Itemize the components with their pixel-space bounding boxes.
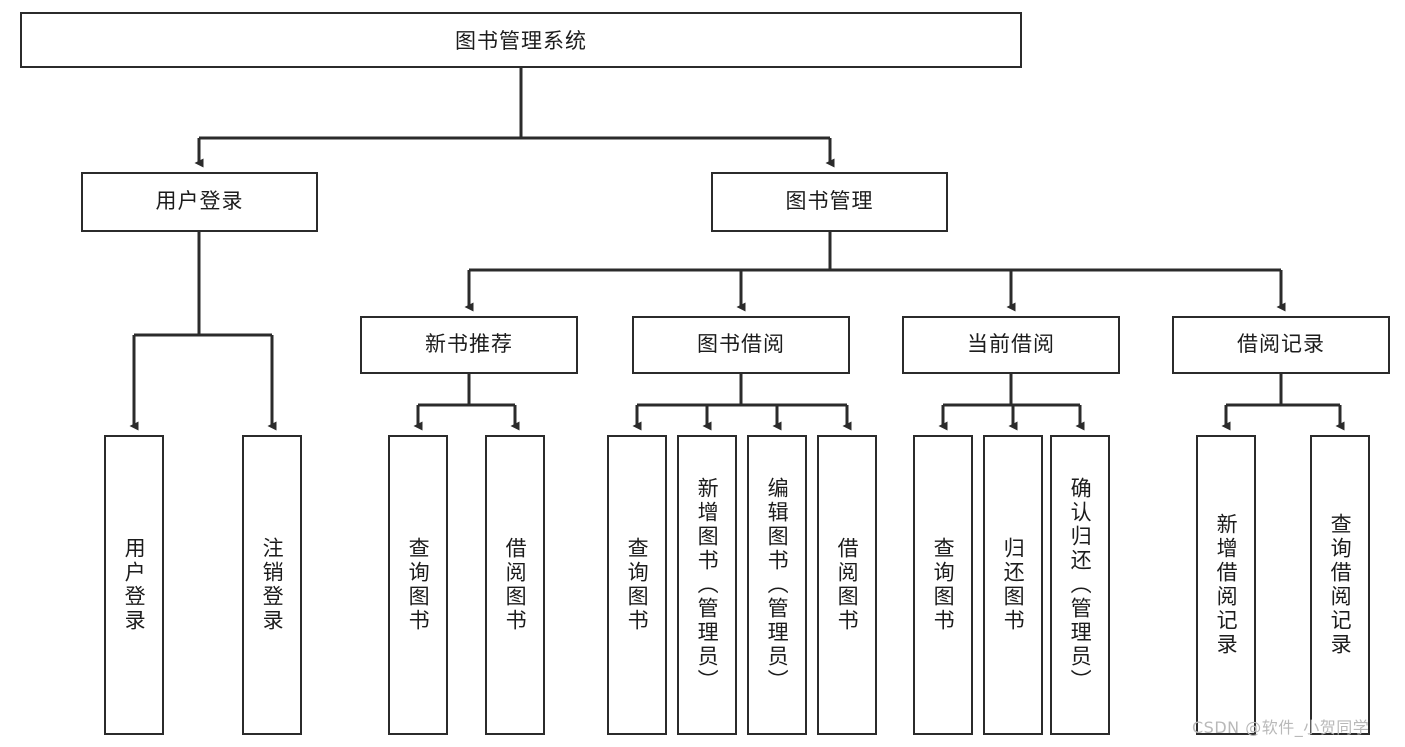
node-borrow-record[interactable]: 借阅记录	[1172, 316, 1390, 374]
leaf-query-book-2-label: 查询图书	[625, 537, 650, 633]
leaf-return-book[interactable]: 归还图书	[983, 435, 1043, 735]
leaf-user-login-label: 用户登录	[122, 537, 147, 633]
leaf-borrow-book-2-label: 借阅图书	[835, 537, 860, 633]
edge-group-new-book-recommend	[413, 374, 520, 431]
leaf-borrow-book-1[interactable]: 借阅图书	[485, 435, 545, 735]
leaf-query-record[interactable]: 查询借阅记录	[1310, 435, 1370, 735]
node-book-borrow-label: 图书借阅	[697, 332, 785, 357]
edge-group-current-borrow	[938, 374, 1085, 431]
node-new-book-recommend[interactable]: 新书推荐	[360, 316, 578, 374]
leaf-logout-label: 注销登录	[260, 537, 285, 633]
node-user-login-label: 用户登录	[155, 189, 244, 214]
node-book-manage[interactable]: 图书管理	[711, 172, 948, 232]
leaf-add-book-label: 新增图书（管理员）	[695, 477, 720, 693]
leaf-query-book-1[interactable]: 查询图书	[388, 435, 448, 735]
leaf-borrow-book-2[interactable]: 借阅图书	[817, 435, 877, 735]
node-new-book-recommend-label: 新书推荐	[425, 332, 513, 357]
edge-group-book-manage	[464, 232, 1286, 312]
leaf-edit-book-label: 编辑图书（管理员）	[765, 477, 790, 693]
node-borrow-record-label: 借阅记录	[1237, 332, 1325, 357]
node-book-borrow[interactable]: 图书借阅	[632, 316, 850, 374]
leaf-logout[interactable]: 注销登录	[242, 435, 302, 735]
leaf-return-book-label: 归还图书	[1001, 537, 1026, 633]
leaf-add-record-label: 新增借阅记录	[1214, 513, 1239, 657]
leaf-add-record[interactable]: 新增借阅记录	[1196, 435, 1256, 735]
leaf-query-record-label: 查询借阅记录	[1328, 513, 1353, 657]
leaf-confirm-return[interactable]: 确认归还（管理员）	[1050, 435, 1110, 735]
leaf-user-login[interactable]: 用户登录	[104, 435, 164, 735]
leaf-query-book-2[interactable]: 查询图书	[607, 435, 667, 735]
node-current-borrow-label: 当前借阅	[967, 332, 1055, 357]
leaf-edit-book[interactable]: 编辑图书（管理员）	[747, 435, 807, 735]
leaf-add-book[interactable]: 新增图书（管理员）	[677, 435, 737, 735]
node-current-borrow[interactable]: 当前借阅	[902, 316, 1120, 374]
node-user-login[interactable]: 用户登录	[81, 172, 318, 232]
node-book-manage-label: 图书管理	[785, 189, 874, 214]
edge-group-root	[194, 68, 835, 168]
watermark-text: CSDN @软件_小贺同学	[1192, 718, 1370, 737]
node-root-label: 图书管理系统	[455, 29, 587, 53]
edge-group-borrow-record	[1221, 374, 1345, 431]
leaf-query-book-1-label: 查询图书	[406, 537, 431, 633]
leaf-query-book-3[interactable]: 查询图书	[913, 435, 973, 735]
node-root[interactable]: 图书管理系统	[20, 12, 1022, 68]
edge-group-book-borrow	[632, 374, 852, 431]
leaf-borrow-book-1-label: 借阅图书	[503, 537, 528, 633]
edge-group-user-login	[129, 232, 277, 431]
leaf-confirm-return-label: 确认归还（管理员）	[1068, 477, 1093, 693]
leaf-query-book-3-label: 查询图书	[931, 537, 956, 633]
